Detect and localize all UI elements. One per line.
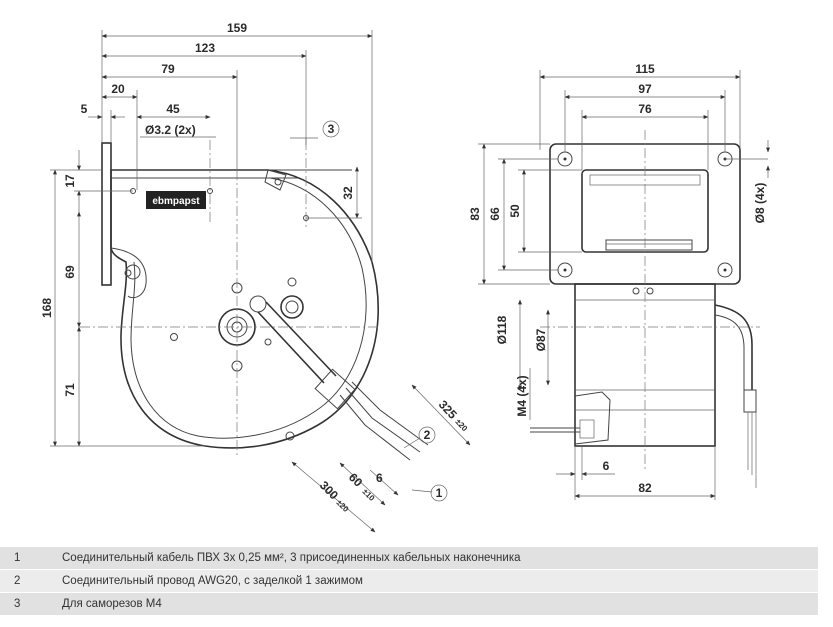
- svg-text:Ø8 (4x): Ø8 (4x): [753, 183, 767, 224]
- svg-text:6: 6: [376, 471, 383, 485]
- svg-text:168: 168: [40, 298, 54, 318]
- svg-text:17: 17: [63, 174, 77, 188]
- svg-text:1: 1: [436, 486, 443, 500]
- svg-text:66: 66: [488, 207, 502, 221]
- legend-row: 1 Соединительный кабель ПВХ 3x 0,25 мм²,…: [0, 547, 818, 570]
- svg-text:ebmpapst: ebmpapst: [152, 196, 200, 207]
- svg-text:M4 (4x): M4 (4x): [515, 375, 529, 416]
- svg-text:45: 45: [166, 102, 180, 116]
- svg-text:20: 20: [111, 82, 125, 96]
- svg-text:Ø87: Ø87: [534, 328, 548, 351]
- technical-drawing: ebmpapst 159 123 79 20 5: [40, 21, 770, 533]
- svg-text:71: 71: [63, 383, 77, 397]
- legend-number: 3: [14, 598, 21, 610]
- callout-3: [322, 120, 340, 138]
- legend-text: Соединительный кабель ПВХ 3x 0,25 мм², 3…: [62, 552, 521, 564]
- legend-text: Соединительный провод AWG20, с заделкой …: [62, 575, 363, 587]
- svg-text:300: 300: [317, 478, 341, 502]
- left-dimensions: 159 123 79 20 5 45 Ø3.2 (2x) 168 17: [40, 21, 471, 533]
- blower-front-view: ebmpapst: [80, 140, 429, 461]
- svg-text:79: 79: [161, 62, 175, 76]
- svg-text:325: 325: [436, 397, 460, 421]
- svg-text:5: 5: [81, 102, 88, 116]
- legend-row: 3 Для саморезов M4: [0, 593, 818, 616]
- svg-text:76: 76: [638, 102, 652, 116]
- blower-side-view: [530, 130, 760, 488]
- svg-text:Ø118: Ø118: [495, 315, 509, 344]
- legend-number: 1: [14, 552, 21, 564]
- svg-text:115: 115: [635, 62, 655, 76]
- svg-text:2: 2: [424, 428, 431, 442]
- legend-text: Для саморезов M4: [62, 598, 162, 610]
- svg-text:32: 32: [341, 186, 355, 200]
- svg-text:±20: ±20: [454, 417, 470, 433]
- svg-text:159: 159: [227, 21, 247, 35]
- svg-text:50: 50: [508, 204, 522, 218]
- legend-row: 2 Соединительный провод AWG20, с заделко…: [0, 570, 818, 593]
- svg-text:±20: ±20: [335, 498, 351, 514]
- right-dimensions: 115 97 76 83 66 50 Ø8 (4x) Ø118: [468, 62, 770, 500]
- legend-number: 2: [14, 575, 21, 587]
- svg-text:82: 82: [638, 481, 652, 495]
- svg-text:6: 6: [603, 459, 610, 473]
- callout-1: [430, 484, 448, 502]
- callout-2: [418, 426, 436, 444]
- svg-text:60: 60: [346, 470, 366, 490]
- svg-text:83: 83: [468, 207, 482, 221]
- svg-text:69: 69: [63, 265, 77, 279]
- svg-text:123: 123: [195, 41, 215, 55]
- svg-text:±10: ±10: [361, 487, 377, 503]
- svg-text:97: 97: [638, 82, 652, 96]
- svg-text:Ø3.2 (2x): Ø3.2 (2x): [145, 123, 196, 137]
- ebmpapst-logo: [146, 191, 206, 209]
- svg-text:3: 3: [328, 122, 335, 136]
- legend-table: 1 Соединительный кабель ПВХ 3x 0,25 мм²,…: [0, 547, 818, 616]
